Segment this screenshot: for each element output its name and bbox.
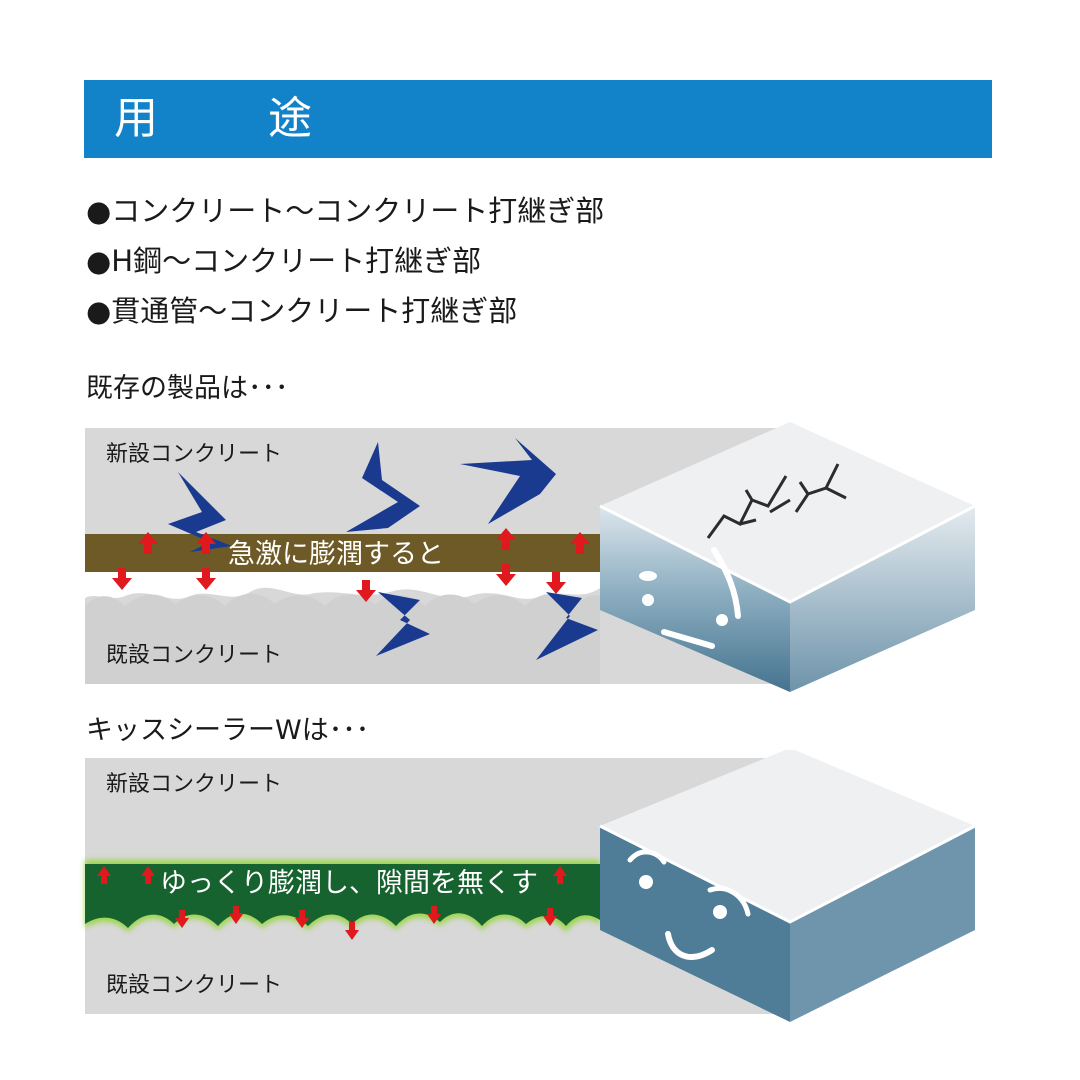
old-concrete-label: 既設コンクリート bbox=[106, 643, 282, 668]
new-concrete-label: 新設コンクリート bbox=[106, 772, 282, 797]
old-concrete-label: 既設コンクリート bbox=[106, 973, 282, 998]
cube-top bbox=[600, 422, 975, 602]
crack bbox=[346, 442, 420, 532]
arrow-down bbox=[295, 910, 309, 928]
eye bbox=[642, 594, 654, 606]
eye bbox=[639, 875, 653, 889]
crack bbox=[536, 592, 598, 660]
crack bbox=[460, 438, 556, 524]
sealant-band bbox=[85, 534, 600, 572]
section-title: 用 途 bbox=[114, 93, 360, 144]
happy-cube bbox=[599, 750, 976, 1022]
use-item: ●H鋼〜コンクリート打継ぎ部 bbox=[86, 244, 482, 278]
section-header: 用 途 bbox=[84, 80, 992, 158]
cube-side bbox=[790, 826, 975, 1022]
eyebrow bbox=[707, 886, 751, 917]
arrow-down bbox=[496, 564, 516, 586]
arrow-down bbox=[543, 908, 557, 926]
arrow-down bbox=[427, 906, 441, 924]
arrow-down bbox=[546, 572, 566, 594]
crack-marks bbox=[168, 438, 598, 660]
existing-product-diagram: 急激に膨潤すると 新設コンクリート 既設コンクリート bbox=[85, 422, 976, 692]
cube-front bbox=[600, 826, 790, 1022]
sealant-band bbox=[85, 864, 600, 928]
cube-top bbox=[600, 750, 975, 922]
band-text: 急激に膨潤すると bbox=[228, 539, 444, 570]
eye bbox=[639, 571, 657, 581]
use-item: ●貫通管〜コンクリート打継ぎ部 bbox=[86, 294, 518, 328]
eye bbox=[713, 905, 727, 919]
old-concrete-surface bbox=[85, 593, 600, 684]
crack bbox=[376, 592, 430, 656]
uses-list: ●コンクリート〜コンクリート打継ぎ部 ●H鋼〜コンクリート打継ぎ部 ●貫通管〜コ… bbox=[86, 186, 604, 336]
arrow-up bbox=[138, 532, 158, 554]
new-concrete-label: 新設コンクリート bbox=[106, 442, 282, 467]
arrow-up bbox=[97, 866, 111, 884]
crack bbox=[168, 472, 232, 552]
mouth bbox=[665, 931, 715, 960]
arrow-down bbox=[345, 922, 359, 940]
sad-face bbox=[639, 547, 741, 649]
arrow-down bbox=[175, 910, 189, 928]
existing-product-label: 既存の製品は･･･ bbox=[86, 373, 289, 404]
arrow-down bbox=[112, 568, 132, 590]
arrow-up bbox=[196, 532, 216, 554]
kiss-sealer-diagram: ゆっくり膨潤し、隙間を無くす 新設コンクリート 既設コンクリート bbox=[85, 750, 976, 1022]
smiling-face bbox=[627, 849, 751, 960]
cracked-cube bbox=[599, 422, 976, 692]
use-item: ●コンクリート〜コンクリート打継ぎ部 bbox=[86, 194, 605, 228]
mouth bbox=[661, 629, 715, 649]
expansion-arrows bbox=[97, 866, 567, 940]
cube-front bbox=[600, 506, 790, 692]
eyebrow bbox=[627, 849, 667, 865]
arrow-down bbox=[229, 906, 243, 924]
arrow-down bbox=[356, 580, 376, 602]
eye bbox=[716, 614, 728, 626]
eyebrow bbox=[711, 547, 741, 619]
expansion-arrows bbox=[112, 528, 590, 602]
arrow-up bbox=[553, 866, 567, 884]
arrow-up bbox=[570, 532, 590, 554]
cube-side bbox=[790, 506, 975, 692]
arrow-down bbox=[196, 568, 216, 590]
kiss-sealer-label: キッスシーラーWは･･･ bbox=[86, 715, 370, 746]
arrow-up bbox=[496, 528, 516, 550]
band-text: ゆっくり膨潤し、隙間を無くす bbox=[160, 868, 538, 899]
arrow-up bbox=[141, 866, 155, 884]
crack-on-cube bbox=[706, 463, 847, 539]
